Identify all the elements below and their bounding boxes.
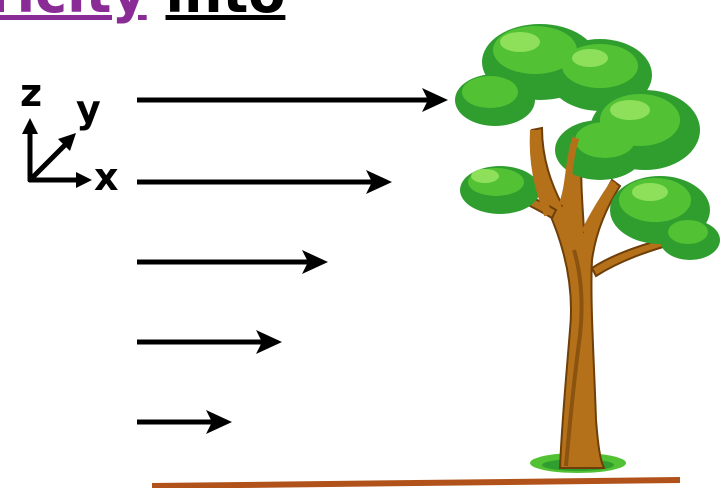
x-axis-label: x [94, 158, 119, 196]
y-axis-label: y [76, 90, 101, 128]
z-axis-label: z [20, 74, 42, 112]
ground-line [152, 480, 680, 486]
tree-icon [455, 24, 720, 473]
wind-arrows [137, 88, 448, 434]
